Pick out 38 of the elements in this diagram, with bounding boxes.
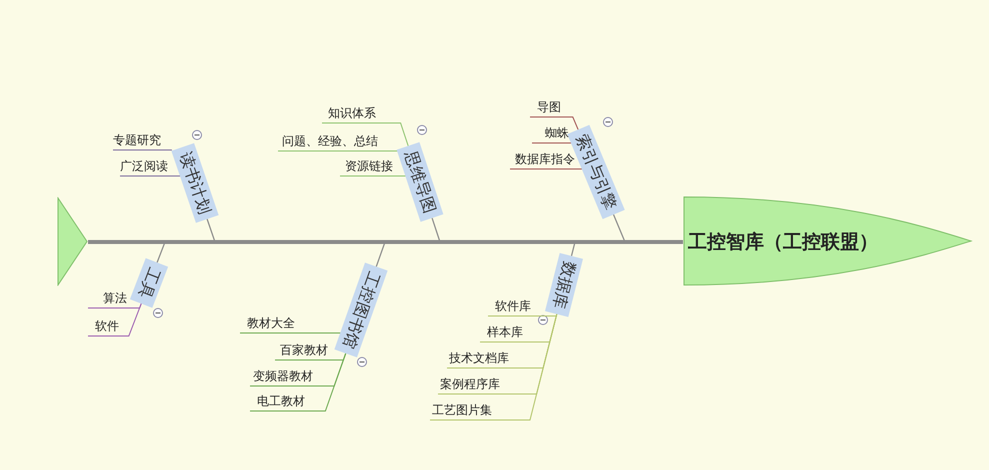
branch-topic: 工具: [130, 258, 168, 308]
branch-line: [274, 352, 346, 360]
branch-line: [532, 142, 572, 144]
subtopic-label: 算法: [103, 290, 127, 306]
subtopic-label: 教材大全: [247, 315, 295, 331]
subtopic-label: 样本库: [487, 324, 523, 340]
bone-line: [88, 240, 683, 244]
subtopic-label: 知识体系: [328, 105, 376, 121]
subtopic-label: 导图: [537, 99, 561, 115]
branch-topic: 思维导图: [396, 142, 444, 222]
main-topic: 工控智库（工控联盟）: [688, 230, 878, 255]
subtopic-label: 百家教材: [280, 342, 328, 358]
subtopic-label: 蜘蛛: [545, 125, 569, 141]
branch-line: [250, 352, 346, 412]
subtopic-label: 技术文档库: [449, 350, 509, 366]
subtopic-label: 变频器教材: [253, 368, 313, 384]
branch-topic: 工控图书馆: [334, 262, 388, 358]
branch-line: [488, 314, 558, 316]
subtopic-label: 软件库: [495, 298, 531, 314]
fish-tail: [57, 197, 88, 286]
subtopic-label: 电工教材: [257, 393, 305, 409]
branch-topic: 数据库: [545, 252, 584, 318]
fish-head: [683, 196, 973, 286]
subtopic-label: 专题研究: [113, 132, 161, 148]
branch-line: [278, 150, 399, 152]
subtopic-label: 案例程序库: [440, 376, 500, 392]
branch-line: [88, 303, 142, 336]
branch-topic: 读书计划: [171, 143, 218, 223]
subtopic-label: 工艺图片集: [432, 402, 492, 418]
subtopic-label: 资源链接: [345, 158, 393, 174]
branch-line: [322, 122, 409, 146]
branch-line: [530, 116, 579, 130]
subtopic-label: 软件: [95, 318, 119, 334]
branch-line: [240, 332, 342, 334]
branch-line: [430, 314, 558, 420]
branch-line: [510, 168, 583, 170]
subtopic-label: 广泛阅读: [120, 158, 168, 174]
subtopic-label: 问题、经验、总结: [282, 133, 378, 149]
